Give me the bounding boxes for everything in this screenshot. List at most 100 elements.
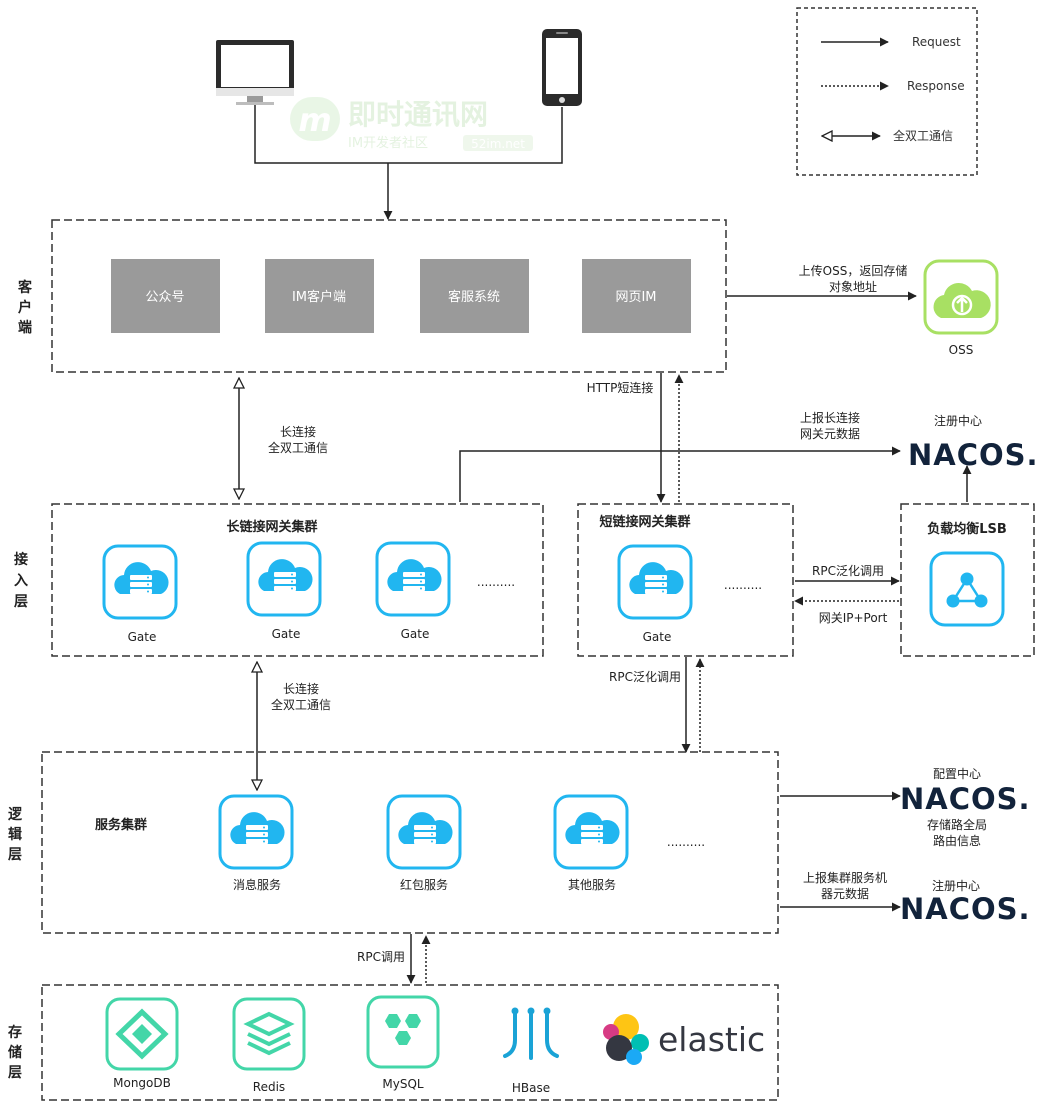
watermark-title: 即时通讯网: [348, 98, 488, 131]
nacos-logo-bottom: NACOS.: [900, 892, 1031, 926]
layer-label-logic: 逻 辑 层: [8, 807, 27, 863]
duplex-label: 全双工通信: [268, 440, 328, 455]
store-route-label-1: 存储路全局: [927, 817, 987, 832]
short-gateway-cluster-title: 短链接网关集群: [599, 514, 690, 530]
client-item-label: 公众号: [145, 290, 184, 305]
service-cluster-title: 服务集群: [95, 817, 147, 833]
layer-label-access: 接 入 层: [14, 551, 33, 610]
device-connector-line: [254, 105, 563, 164]
mysql-icon: [366, 995, 440, 1069]
layer-label-storage: 存 储 层: [7, 1024, 27, 1081]
gate-label: Gate: [401, 627, 430, 641]
mobile-phone-icon: [542, 29, 582, 106]
layer-label-access-2: 入: [14, 573, 28, 589]
logic-layer-box: [41, 751, 779, 934]
other-service-icon: [553, 794, 629, 870]
mongodb-label: MongoDB: [113, 1076, 171, 1090]
gate-label: Gate: [128, 630, 157, 644]
legend-request-label: Request: [912, 35, 961, 49]
watermark-logo-letter: m: [298, 101, 331, 139]
service-label-red-packet: 红包服务: [400, 877, 448, 892]
load-balancer-title: 负载均衡LSB: [927, 521, 1007, 537]
nacos-logo-config: NACOS.: [900, 782, 1031, 816]
watermark-subtitle: IM开发者社区: [348, 135, 428, 151]
service-label-other: 其他服务: [568, 877, 616, 892]
service-label-message: 消息服务: [233, 877, 281, 892]
hbase-label: HBase: [512, 1081, 550, 1095]
report-cluster-label-1: 上报集群服务机: [803, 870, 887, 885]
redis-label: Redis: [253, 1080, 285, 1094]
rpc-call-label: RPC调用: [357, 950, 405, 964]
short-gateway-cluster-box: [577, 503, 794, 657]
report-long-gateway-arrow: [459, 446, 901, 502]
layer-label-logic-1: 逻: [8, 807, 23, 823]
oss-label: OSS: [949, 343, 974, 357]
store-route-label-2: 路由信息: [933, 833, 981, 848]
hbase-icon: [503, 1007, 559, 1060]
oss-icon: [923, 259, 999, 335]
gate-server-icon: [246, 541, 322, 617]
long-gateway-cluster-title: 长链接网关集群: [226, 519, 317, 535]
legend-duplex-label: 全双工通信: [893, 128, 953, 143]
message-service-icon: [218, 794, 294, 870]
client-layer-box: [51, 219, 727, 373]
nacos-registry-label-bottom: 注册中心: [932, 878, 980, 893]
gateway-ip-port-label: 网关IP+Port: [819, 611, 888, 625]
layer-label-client-2: 户: [18, 299, 32, 316]
rpc-generic-label-2: RPC泛化调用: [609, 670, 681, 684]
report-label-2: 网关元数据: [800, 426, 860, 441]
load-balancer-box: [900, 503, 1035, 657]
layer-label-access-3: 层: [14, 594, 28, 610]
layer-label-access-1: 接: [14, 551, 28, 568]
storage-layer-box: [41, 984, 779, 1101]
oss-upload-label-1: 上传OSS，返回存储: [799, 263, 908, 278]
gate-server-icon: [617, 544, 693, 620]
mysql-label: MySQL: [382, 1077, 424, 1091]
nacos-logo-top: NACOS.: [908, 438, 1039, 472]
legend: Request Response 全双工通信: [796, 7, 978, 176]
watermark: m 即时通讯网 IM开发者社区 52im.net: [290, 97, 533, 151]
client-item-label: IM客户端: [292, 289, 346, 305]
rpc-generic-label: RPC泛化调用: [812, 564, 884, 578]
long-conn-label: 长连接: [280, 424, 316, 439]
client-item-customer-service: 客服系统: [420, 259, 529, 333]
gate-ellipsis: ..........: [477, 575, 515, 589]
desktop-monitor-icon: [216, 40, 294, 105]
layer-label-logic-3: 层: [8, 847, 22, 863]
client-item-official-account: 公众号: [111, 259, 220, 333]
oss-upload-label-2: 对象地址: [829, 280, 877, 294]
nacos-config-label: 配置中心: [933, 766, 981, 781]
elastic-logo-text: elastic: [658, 1020, 765, 1059]
redis-icon: [232, 997, 306, 1071]
layer-label-client-3: 端: [18, 319, 32, 336]
elastic-logo-icon: [603, 1014, 649, 1065]
watermark-logo-icon: [290, 97, 340, 141]
http-short-label: HTTP短连接: [587, 380, 654, 395]
gate-label: Gate: [272, 627, 301, 641]
report-label-1: 上报长连接: [800, 410, 860, 425]
layer-label-logic-2: 辑: [8, 826, 22, 843]
long-conn-label-2: 长连接: [283, 681, 319, 696]
client-item-label: 客服系统: [448, 289, 500, 305]
client-item-web-im: 网页IM: [582, 259, 691, 333]
layer-label-client: 客 户 端: [17, 279, 37, 336]
client-item-label: 网页IM: [615, 290, 656, 305]
watermark-site: 52im.net: [471, 137, 525, 151]
gate-server-icon: [375, 541, 451, 617]
gate-ellipsis: ..........: [724, 578, 762, 592]
gate-label: Gate: [643, 630, 672, 644]
layer-label-storage-1: 存: [8, 1024, 22, 1041]
duplex-label-2: 全双工通信: [271, 697, 331, 712]
layer-label-storage-2: 储: [7, 1044, 22, 1061]
load-balancer-icon: [929, 551, 1005, 627]
layer-label-storage-3: 层: [8, 1065, 22, 1081]
layer-label-client-1: 客: [17, 279, 33, 296]
nacos-registry-label-top: 注册中心: [934, 413, 982, 428]
gate-server-icon: [102, 544, 178, 620]
red-packet-service-icon: [386, 794, 462, 870]
service-ellipsis: ..........: [667, 835, 705, 849]
legend-response-label: Response: [907, 79, 965, 93]
client-item-im-client: IM客户端: [265, 259, 374, 333]
mongodb-icon: [105, 997, 179, 1071]
report-cluster-label-2: 器元数据: [821, 886, 869, 901]
